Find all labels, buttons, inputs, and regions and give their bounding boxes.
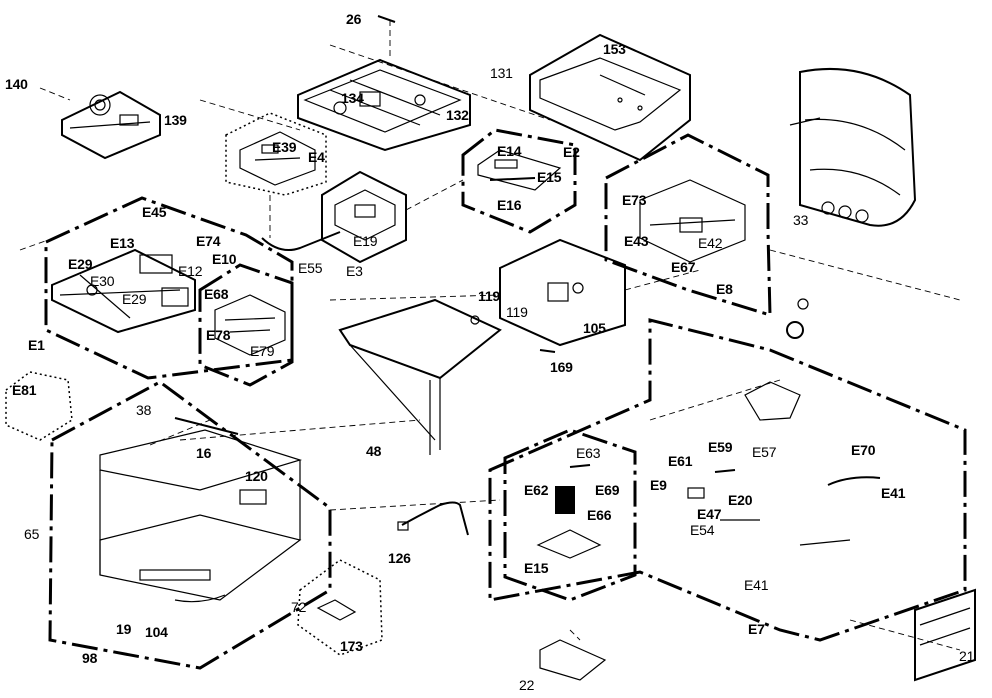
power-cord-126-part — [397, 501, 469, 536]
callout-e62: E62 — [524, 482, 549, 498]
callout-134: 134 — [341, 90, 364, 106]
board-e8-part — [639, 179, 746, 263]
callout-139: 139 — [164, 112, 187, 128]
callout-e8: E8 — [716, 281, 733, 297]
callout-e42: E42 — [698, 235, 723, 251]
callout-e15-top: E15 — [537, 169, 562, 185]
group-e2-outline — [461, 128, 577, 234]
callout-21: 21 — [959, 648, 975, 664]
knob-part — [786, 298, 809, 339]
callout-e10: E10 — [212, 251, 237, 267]
callout-105: 105 — [583, 320, 606, 336]
callout-e69: E69 — [595, 482, 620, 498]
callout-e4: E4 — [308, 149, 325, 165]
group-e9-outline — [503, 428, 637, 602]
callout-131: 131 — [490, 65, 513, 81]
callout-e20: E20 — [728, 492, 753, 508]
callout-e63: E63 — [576, 445, 601, 461]
callout-e30: E30 — [90, 273, 115, 289]
callout-e47: E47 — [697, 506, 722, 522]
callout-e68: E68 — [204, 286, 229, 302]
callout-e67: E67 — [671, 259, 696, 275]
pcb-139-part — [61, 90, 161, 160]
group-131-outline — [529, 33, 691, 162]
callout-e13: E13 — [110, 235, 135, 251]
callout-e16: E16 — [497, 197, 522, 213]
group-e4-outline — [225, 112, 327, 196]
callout-e19: E19 — [353, 233, 378, 249]
callout-e57: E57 — [752, 444, 777, 460]
group-72-outline — [297, 559, 383, 656]
callout-173: 173 — [340, 638, 363, 654]
part-72 — [316, 599, 357, 621]
callout-e70: E70 — [851, 442, 876, 458]
group-e8-outline — [604, 133, 772, 318]
callout-126: 126 — [388, 550, 411, 566]
callout-38: 38 — [136, 402, 152, 418]
callout-169: 169 — [550, 359, 573, 375]
callout-22: 22 — [519, 677, 535, 693]
group-e81-outline — [5, 371, 73, 441]
group-98-outline — [48, 380, 332, 670]
front-cabinet-98-part — [99, 417, 303, 603]
callout-98: 98 — [82, 650, 98, 666]
board-e7-part — [539, 381, 881, 681]
callout-e43: E43 — [624, 233, 649, 249]
board-e9-part — [536, 464, 602, 559]
callout-e54: E54 — [690, 522, 715, 538]
callout-e29-upper: E29 — [68, 256, 93, 272]
callout-48: 48 — [366, 443, 382, 459]
group-e7-outline — [488, 318, 967, 642]
panel-153-part — [539, 57, 682, 131]
callout-e2: E2 — [563, 144, 580, 160]
callout-120: 120 — [245, 468, 268, 484]
picture-tube-48-part — [338, 282, 584, 455]
callout-e15-bottom: E15 — [524, 560, 549, 576]
main-board-e1-part — [51, 248, 196, 334]
callout-153: 153 — [603, 41, 626, 57]
callout-104: 104 — [145, 624, 168, 640]
callout-e61: E61 — [668, 453, 693, 469]
callout-e81: E81 — [12, 382, 37, 398]
callout-e73: E73 — [622, 192, 647, 208]
callout-e66: E66 — [587, 507, 612, 523]
callout-26: 26 — [346, 11, 362, 27]
group-119-outline — [499, 238, 626, 347]
callout-33: 33 — [793, 212, 809, 228]
group-e10-outline — [198, 263, 294, 387]
callout-119-right: 119 — [506, 304, 528, 320]
board-e19-part — [261, 189, 396, 251]
callout-e45: E45 — [142, 204, 167, 220]
callout-72: 72 — [291, 599, 307, 615]
callout-e59: E59 — [708, 439, 733, 455]
callout-e9: E9 — [650, 477, 667, 493]
callout-e74: E74 — [196, 233, 221, 249]
callout-16: 16 — [196, 445, 212, 461]
callout-19: 19 — [116, 621, 132, 637]
cassette-mechanism-part — [297, 15, 471, 152]
callout-e1: E1 — [28, 337, 45, 353]
callout-65: 65 — [24, 526, 40, 542]
callout-140: 140 — [5, 76, 28, 92]
callout-e14: E14 — [497, 143, 522, 159]
board-e68-part — [214, 294, 286, 356]
cabinet-33-part — [789, 67, 917, 227]
callout-e39: E39 — [272, 139, 297, 155]
callout-e3: E3 — [346, 263, 363, 279]
board-e4-part — [239, 131, 316, 186]
board-21-part — [914, 588, 976, 682]
callout-e7: E7 — [748, 621, 765, 637]
callout-e41-right: E41 — [881, 485, 906, 501]
callout-e29-lower: E29 — [122, 291, 147, 307]
callout-132: 132 — [446, 107, 469, 123]
callout-119-left: 119 — [478, 288, 500, 304]
callout-e79: E79 — [250, 343, 275, 359]
callout-e12: E12 — [178, 263, 203, 279]
board-e14-part — [477, 149, 562, 191]
callout-e41-bottom: E41 — [744, 577, 769, 593]
callout-e55: E55 — [298, 260, 323, 276]
callout-e78: E78 — [206, 327, 231, 343]
